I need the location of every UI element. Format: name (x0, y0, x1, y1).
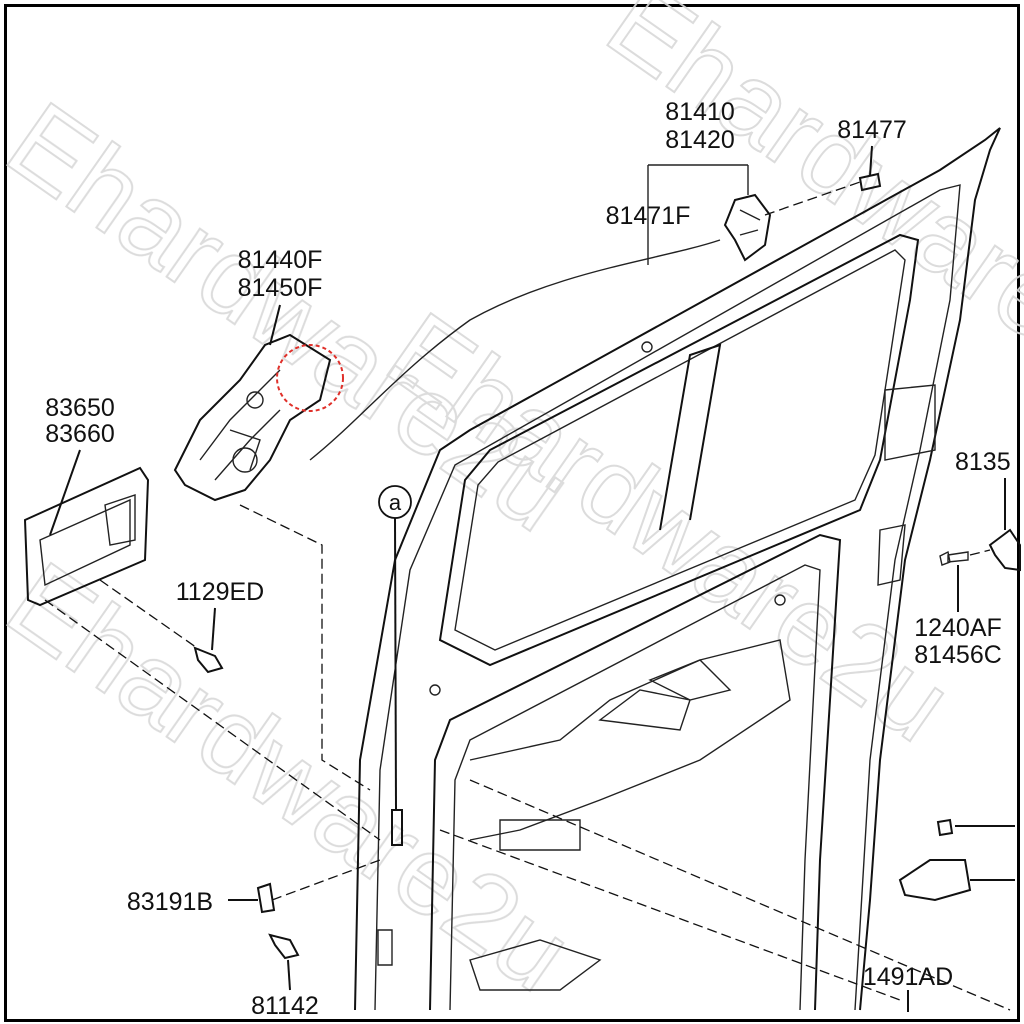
label-81471F: 81471F (606, 202, 691, 230)
svg-text:a: a (389, 490, 402, 515)
label-1491AD: 1491AD (863, 963, 953, 991)
label-1240AF: 1240AF (914, 614, 1002, 642)
latch-assembly (173, 333, 344, 502)
fasteners (193, 646, 300, 960)
label-1129ED: 1129ED (176, 578, 265, 606)
inside-handle (23, 466, 150, 607)
door-panel (354, 127, 1001, 1011)
diagram-frame (4, 4, 1020, 1022)
right-parts (898, 528, 1021, 902)
label-83650: 83650 (45, 394, 115, 422)
highlight-circle (276, 344, 344, 412)
lock-actuator (723, 172, 882, 262)
label-81477: 81477 (837, 116, 907, 144)
label-8135: 8135 (955, 448, 1011, 476)
label-83660: 83660 (45, 420, 115, 448)
callout-a: a (378, 485, 412, 519)
svg-text:Ehardware2u: Ehardware2u (0, 539, 593, 1015)
label-81440F: 81440F (238, 246, 323, 274)
label-83191B: 83191B (127, 888, 213, 916)
leader-lines (44, 145, 1015, 1012)
label-81450F: 81450F (238, 274, 323, 302)
label-81142: 81142 (251, 992, 319, 1020)
part-labels: 81410 81420 81477 81471F 81440F 81450F 8… (45, 98, 1010, 1020)
label-81420: 81420 (665, 126, 735, 154)
label-81456C: 81456C (914, 641, 1002, 669)
label-81410: 81410 (665, 98, 735, 126)
